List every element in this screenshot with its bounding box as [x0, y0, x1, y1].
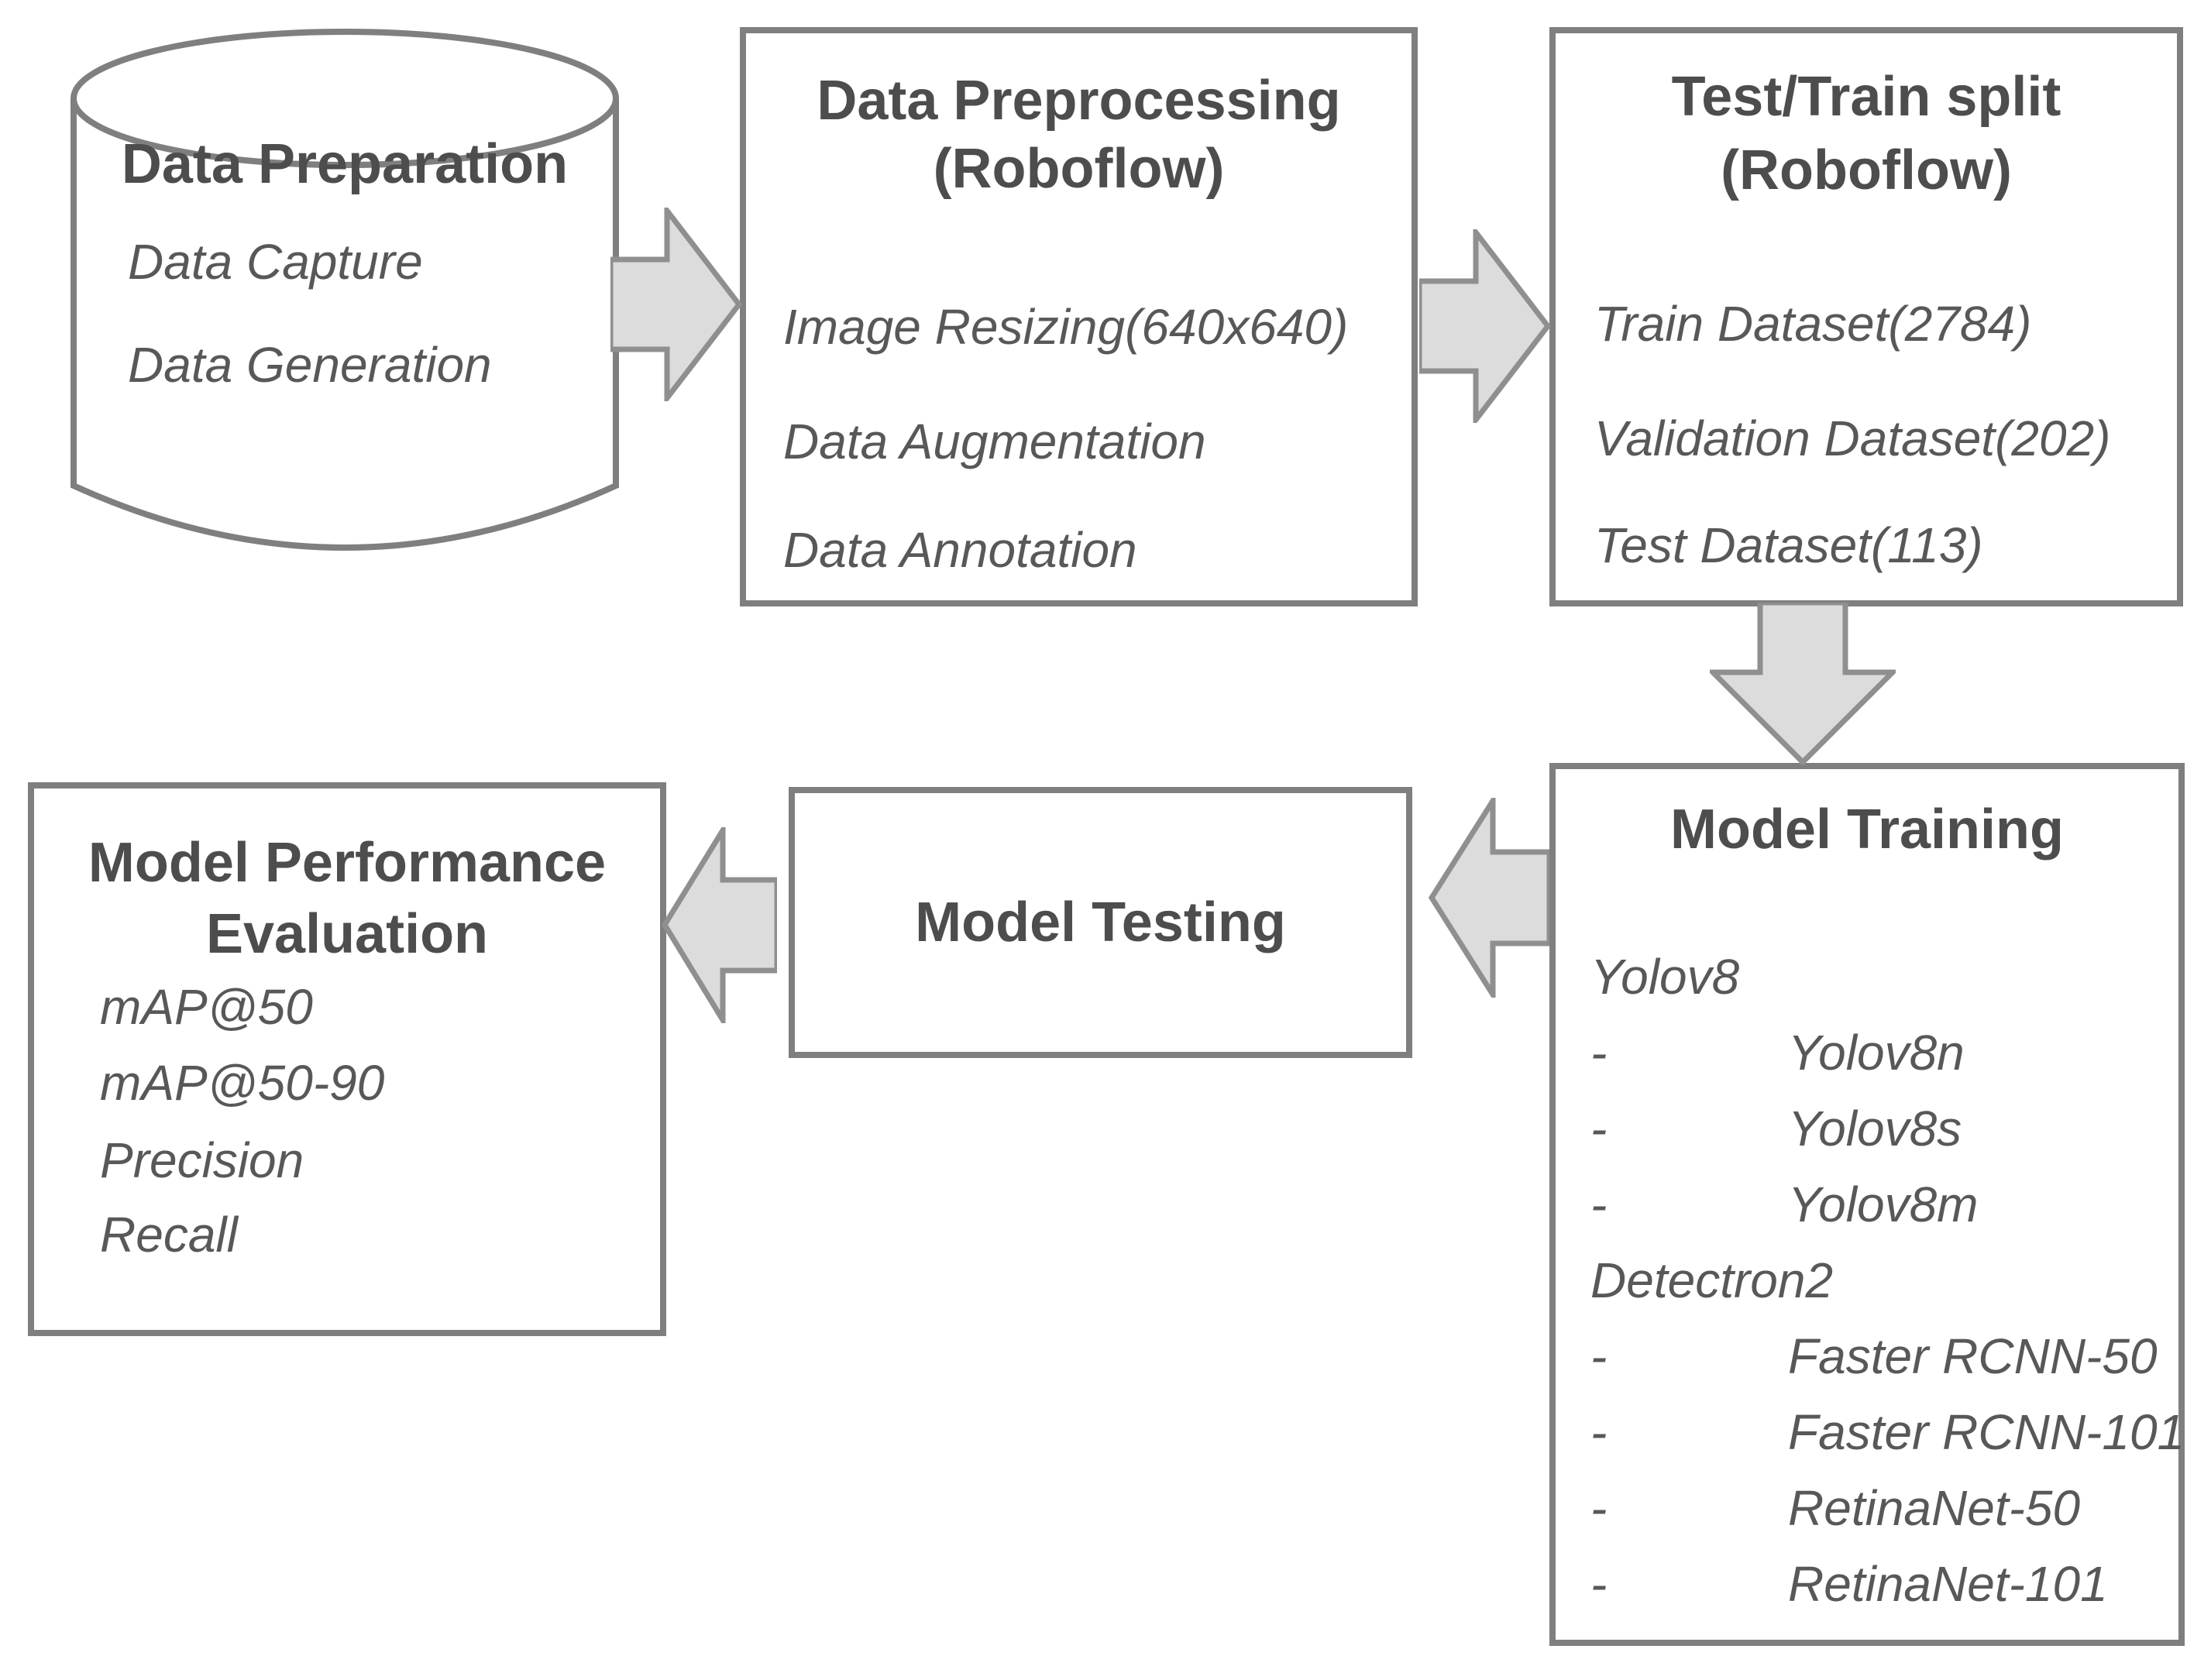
node-data-preprocessing: Data Preprocessing (Roboflow) Image Resi… — [740, 27, 1418, 606]
item-text: Detectron2 — [1590, 1252, 1834, 1308]
node-subtitle: (Roboflow) — [933, 138, 1225, 200]
list-item: Detectron2 — [1590, 1252, 2171, 1309]
list-item: Data Capture — [128, 234, 423, 290]
list-item: mAP@50 — [100, 979, 313, 1035]
node-title: Model Performance — [88, 832, 607, 894]
list-item: Train Dataset(2784) — [1594, 296, 2032, 352]
node-model-performance-evaluation: Model Performance Evaluation mAP@50 mAP@… — [28, 782, 666, 1336]
list-item: Recall — [100, 1207, 238, 1263]
node-model-testing: Model Testing — [789, 787, 1412, 1058]
item-text: Yolov8m — [1788, 1177, 1979, 1232]
item-text: Yolov8 — [1590, 949, 1740, 1005]
node-subtitle: (Roboflow) — [1721, 139, 2012, 201]
node-title: Data Preparation — [121, 133, 569, 195]
list-item: mAP@50-90 — [100, 1055, 385, 1111]
node-title: Model Testing — [915, 892, 1286, 953]
list-item: - Yolov8n — [1590, 1024, 2171, 1081]
bullet-dash: - — [1590, 1556, 1608, 1612]
list-item: - RetinaNet-101 — [1590, 1555, 2171, 1613]
list-item: Image Resizing(640x640) — [783, 299, 1349, 355]
node-title: Test/Train split — [1671, 66, 2061, 128]
bullet-dash: - — [1590, 1025, 1608, 1080]
bullet-dash: - — [1590, 1177, 1608, 1232]
item-text: RetinaNet-50 — [1788, 1480, 2081, 1536]
list-item: Data Annotation — [783, 522, 1137, 578]
list-item: Data Augmentation — [783, 414, 1206, 469]
arrow-data-preparation-to-data-preprocessing-icon — [610, 208, 742, 401]
list-item: Yolov8 — [1590, 948, 2171, 1005]
item-text: Yolov8s — [1788, 1101, 1962, 1156]
arrow-data-preprocessing-to-test-train-split-icon — [1419, 229, 1551, 423]
bullet-dash: - — [1590, 1101, 1608, 1156]
list-item: - Faster RCNN-101 — [1590, 1403, 2185, 1461]
list-item: Data Generation — [128, 337, 492, 393]
item-text: Faster RCNN-101 — [1788, 1404, 2185, 1460]
list-item: - Yolov8m — [1590, 1176, 2171, 1233]
cylinder-shape-icon — [70, 29, 619, 551]
list-item: Validation Dataset(202) — [1594, 411, 2111, 466]
bullet-dash: - — [1590, 1480, 1608, 1536]
list-item: - RetinaNet-50 — [1590, 1479, 2171, 1537]
arrow-model-testing-to-model-performance-evaluation-icon — [661, 827, 777, 1023]
node-title: Model Training — [1669, 799, 2064, 861]
item-text: Yolov8n — [1788, 1025, 1965, 1080]
node-data-preparation: Data Preparation Data Capture Data Gener… — [70, 27, 620, 554]
bullet-dash: - — [1590, 1404, 1608, 1460]
item-text: Faster RCNN-50 — [1788, 1328, 2158, 1384]
list-item: Test Dataset(113) — [1594, 517, 1983, 573]
list-item: - Faster RCNN-50 — [1590, 1328, 2171, 1385]
bullet-dash: - — [1590, 1328, 1608, 1384]
item-text: RetinaNet-101 — [1788, 1556, 2108, 1612]
list-item: Precision — [100, 1132, 304, 1188]
node-title: Data Preprocessing — [817, 70, 1341, 132]
list-item: - Yolov8s — [1590, 1100, 2171, 1157]
node-title-line2: Evaluation — [205, 903, 489, 965]
arrow-test-train-split-to-model-training-icon — [1710, 603, 1896, 765]
arrow-model-training-to-model-testing-icon — [1428, 798, 1549, 998]
node-test-train-split: Test/Train split (Roboflow) Train Datase… — [1549, 27, 2183, 606]
node-model-training: Model Training Yolov8 -Yolov8n -Yolov8s … — [1549, 763, 2185, 1646]
